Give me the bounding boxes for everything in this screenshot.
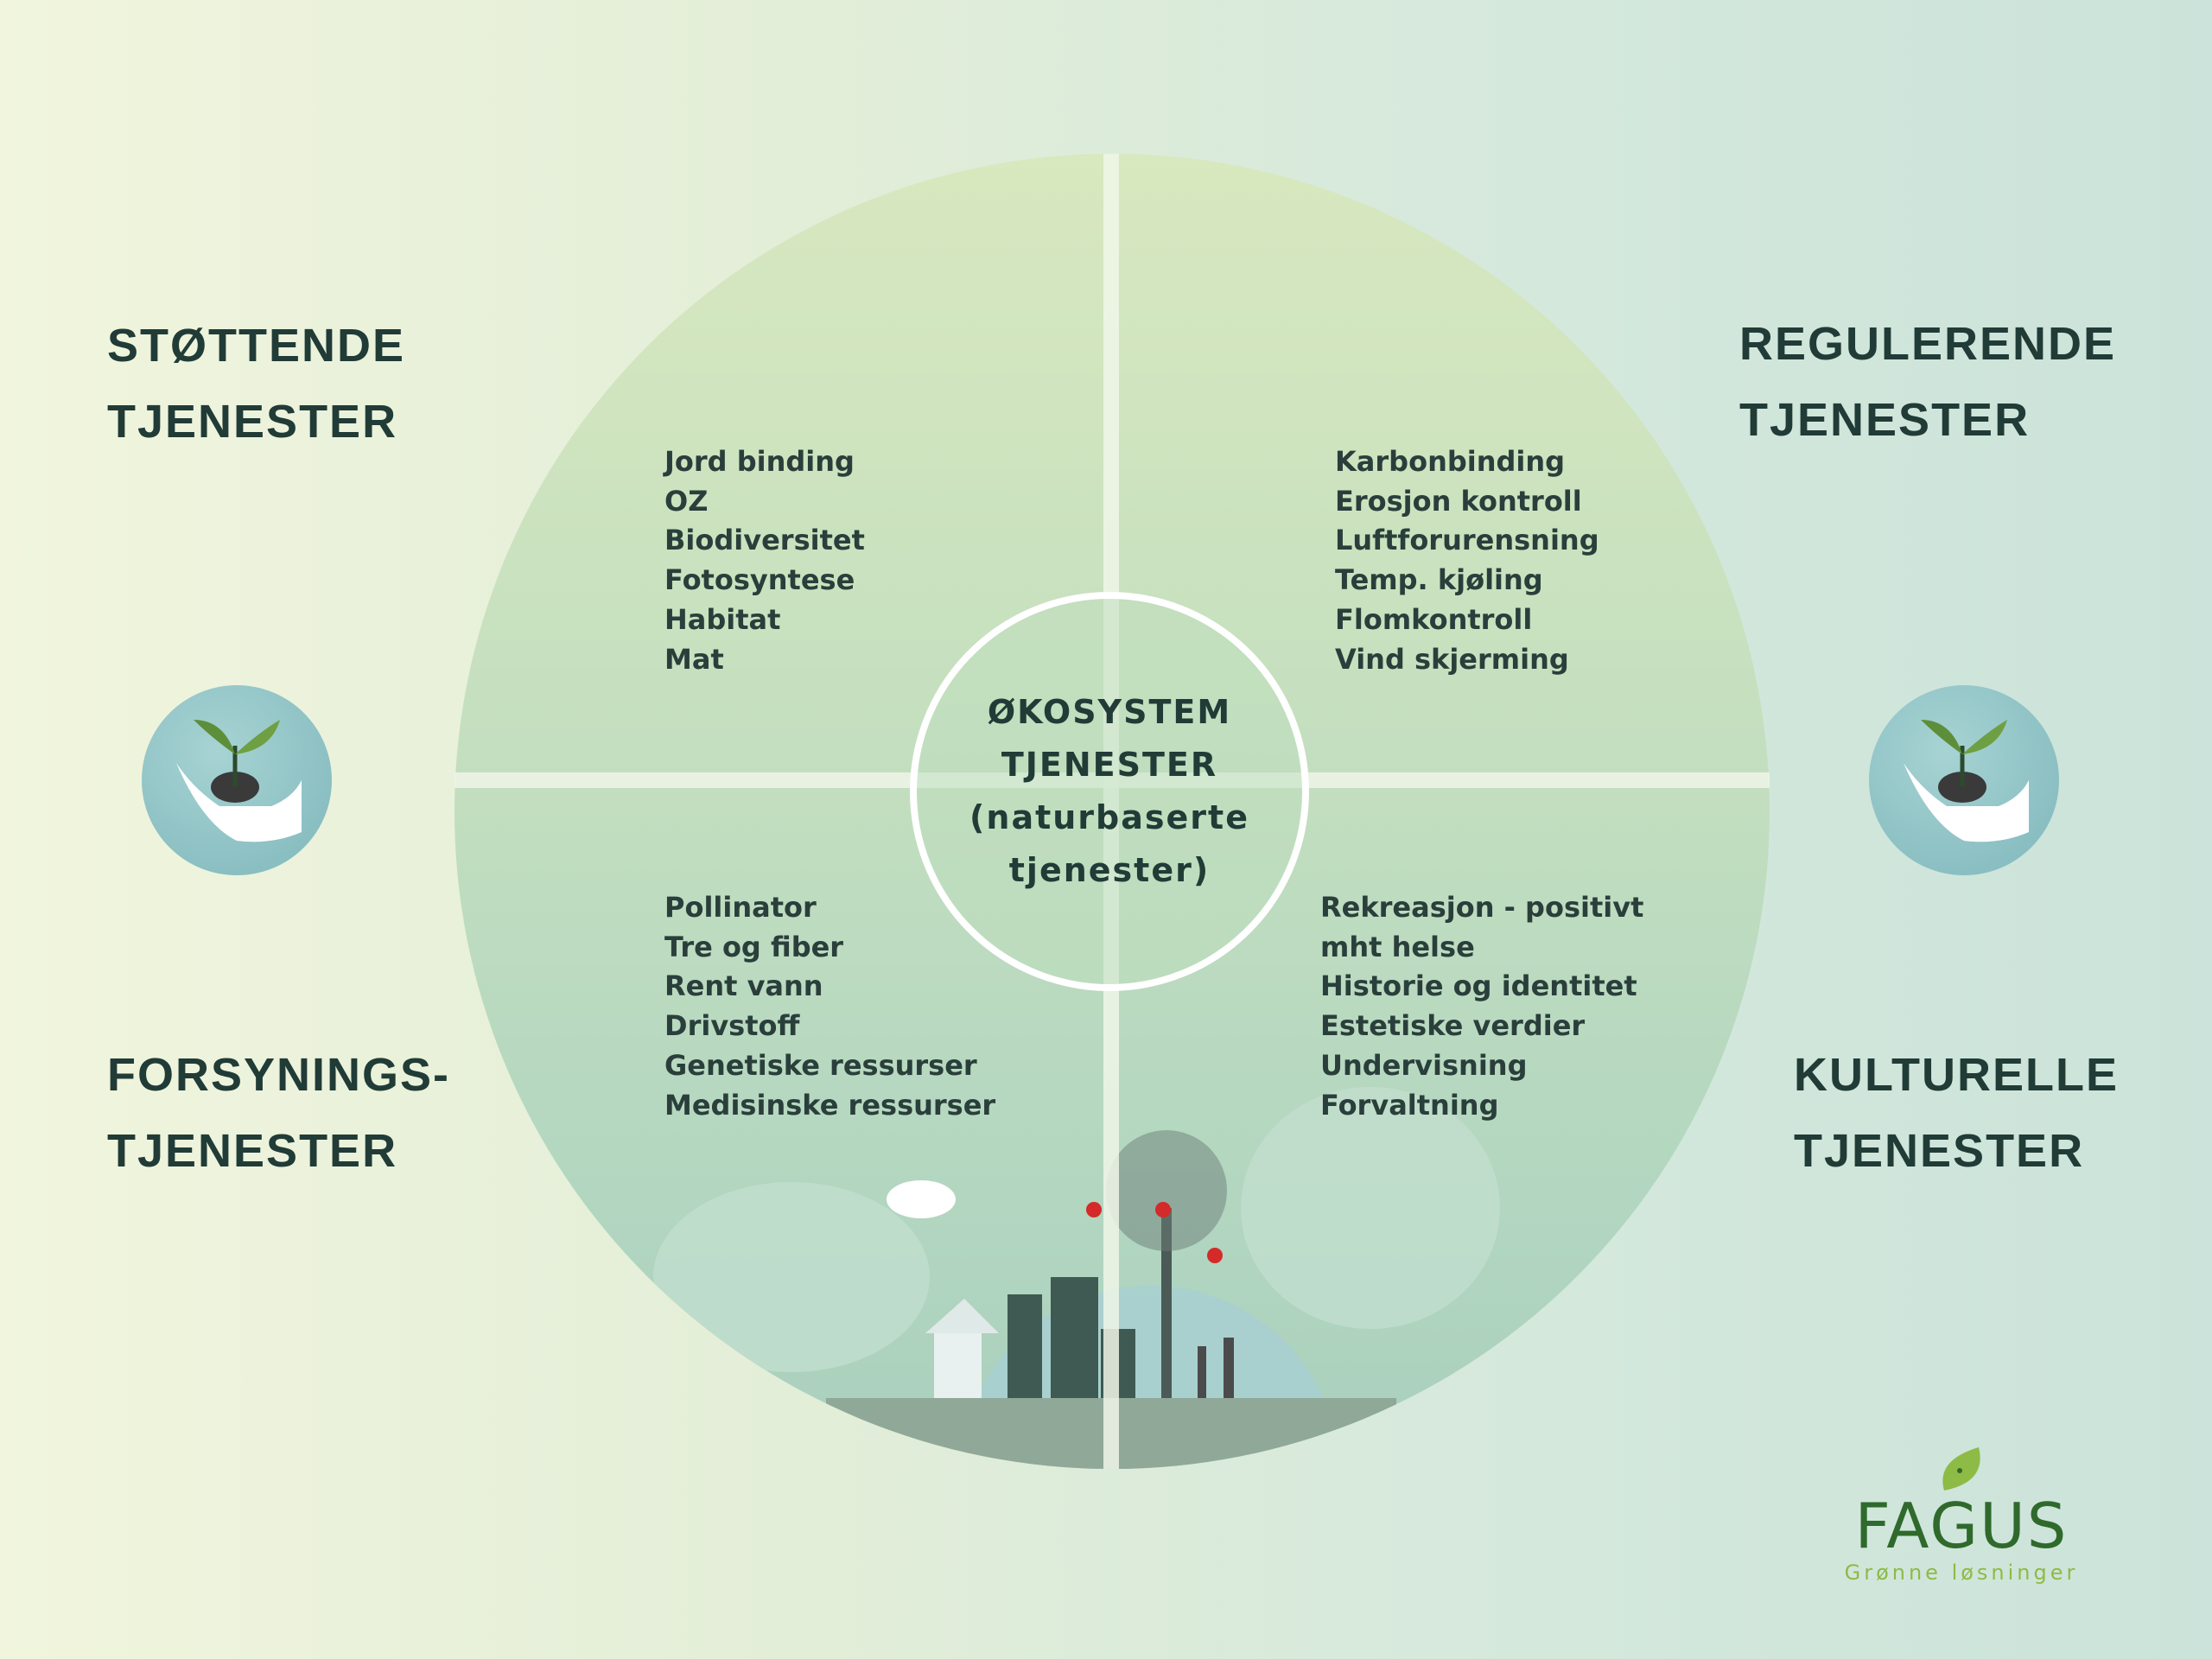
list-item: Estetiske verdier — [1320, 1009, 1586, 1043]
list-item: Forvaltning — [1320, 1088, 1499, 1122]
heading-provisioning: FORSYNINGS- TJENESTER — [107, 1037, 450, 1189]
list-item: Habitat — [664, 602, 781, 636]
logo-name: FAGUS — [1854, 1490, 2069, 1562]
list-item: Flomkontroll — [1335, 602, 1533, 636]
list-item: Temp. kjøling — [1335, 563, 1543, 597]
list-item: Drivstoff — [664, 1009, 800, 1043]
hand-plant-icon — [142, 685, 332, 875]
leaf-icon — [1942, 1447, 1980, 1491]
list-item: Biodiversitet — [664, 524, 865, 557]
center-title-line: TJENESTER — [1001, 746, 1218, 784]
list-item: Jord binding — [664, 445, 855, 478]
list-item: OZ — [664, 484, 709, 518]
heading-line: TJENESTER — [107, 1125, 398, 1177]
list-item: Medisinske ressurser — [664, 1088, 996, 1122]
hand-plant-icon — [1869, 685, 2059, 875]
list-item: Rent vann — [664, 969, 823, 1003]
center-circle: ØKOSYSTEM TJENESTER (naturbaserte tjenes… — [910, 592, 1309, 991]
list-item: Tre og fiber — [664, 930, 844, 963]
list-cultural: Rekreasjon - positivt mht helse Historie… — [1320, 888, 1643, 1125]
fagus-logo: FAGUS Grønne løsninger — [1840, 1443, 2082, 1585]
list-item: Luftforurensning — [1335, 524, 1599, 557]
list-supporting: Jord binding OZ Biodiversitet Fotosyntes… — [664, 442, 865, 679]
list-item: Fotosyntese — [664, 563, 855, 597]
heading-supporting: STØTTENDE TJENESTER — [107, 308, 405, 460]
list-item: Karbonbinding — [1335, 445, 1566, 478]
list-item: Genetiske ressurser — [664, 1048, 977, 1082]
heading-line: FORSYNINGS- — [107, 1049, 451, 1101]
list-item: Undervisning — [1320, 1048, 1528, 1082]
list-item: Pollinator — [664, 891, 817, 924]
list-regulating: Karbonbinding Erosjon kontroll Luftforur… — [1335, 442, 1599, 679]
list-item: Vind skjerming — [1335, 642, 1569, 676]
list-item: Erosjon kontroll — [1335, 484, 1582, 518]
list-item: mht helse — [1320, 930, 1475, 963]
logo-tagline: Grønne løsninger — [1844, 1560, 2079, 1585]
heading-regulating: REGULERENDE TJENESTER — [1739, 306, 2116, 458]
center-title-line: ØKOSYSTEM — [987, 693, 1232, 731]
heading-line: STØTTENDE — [107, 320, 406, 372]
heading-line: KULTURELLE — [1794, 1049, 2119, 1101]
list-item: Rekreasjon - positivt — [1320, 891, 1644, 924]
heading-line: TJENESTER — [1794, 1125, 2085, 1177]
center-title-line: (naturbaserte — [969, 798, 1249, 836]
list-item: Mat — [664, 642, 724, 676]
heading-line: TJENESTER — [107, 396, 398, 448]
heading-cultural: KULTURELLE TJENESTER — [1794, 1037, 2119, 1189]
heading-line: TJENESTER — [1739, 394, 2031, 446]
list-item: Historie og identitet — [1320, 969, 1637, 1003]
heading-line: REGULERENDE — [1739, 318, 2117, 370]
center-title-line: tjenester) — [1008, 851, 1211, 889]
list-provisioning: Pollinator Tre og fiber Rent vann Drivst… — [664, 888, 995, 1125]
